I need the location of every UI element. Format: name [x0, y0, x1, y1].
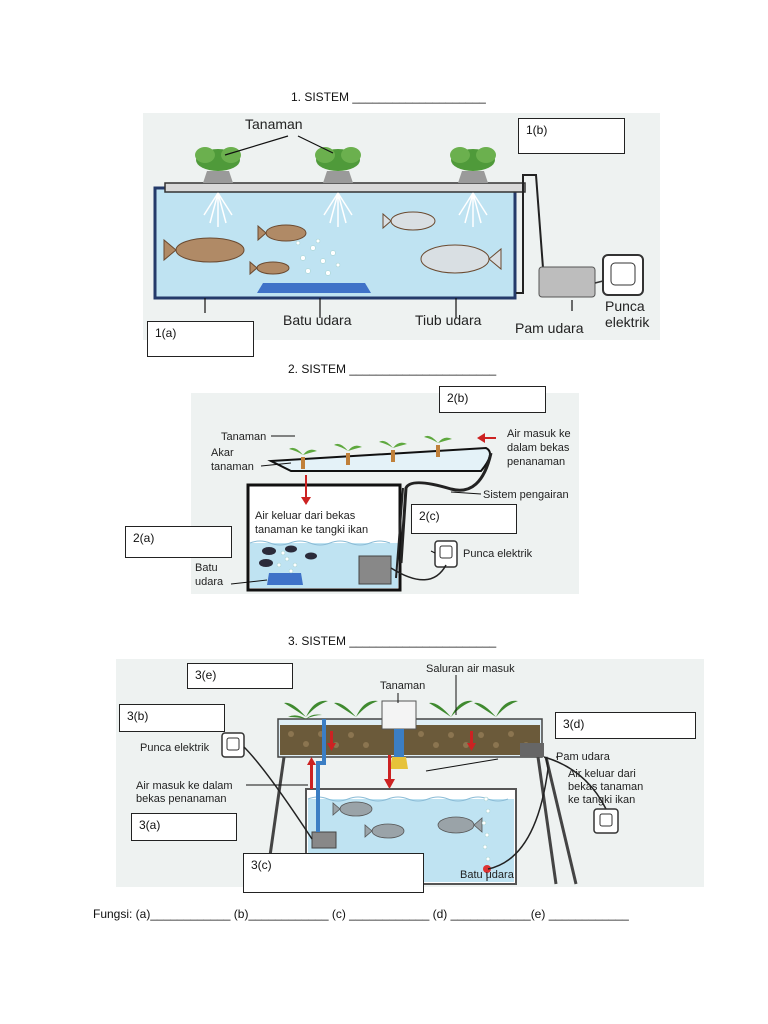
air-tube: [516, 174, 544, 294]
label-air-masuk-2: bekas penanaman: [136, 793, 227, 805]
label-tanaman: Tanaman: [380, 680, 425, 692]
label-pam-udara: Pam udara: [556, 751, 611, 763]
plants: [284, 700, 518, 719]
air-stone: [267, 573, 303, 585]
air-stone: [257, 283, 371, 293]
label-batu-udara: Batu udara: [283, 312, 352, 328]
label-air-keluar-2: bekas tanaman: [568, 781, 643, 793]
aquaponics-diagram-3: Saluran air masuk Tanaman Punca elektrik…: [116, 659, 704, 887]
label-air-masuk-1: Air masuk ke dalam: [136, 780, 233, 792]
label-punca-elektrik: Punca elektrik: [140, 742, 210, 754]
section-3-heading: 3. SISTEM ______________________: [288, 634, 497, 648]
answer-box-2b[interactable]: 2(b): [439, 386, 546, 413]
irrigation-tube: [399, 452, 493, 564]
label-air-keluar-1: Air keluar dari bekas: [255, 510, 356, 522]
seedlings: [289, 435, 452, 455]
air-pump: [520, 743, 544, 757]
section-1-heading: 1. SISTEM ____________________: [291, 90, 486, 104]
water-pump: [358, 555, 392, 585]
label-air-masuk-2: dalam bekas: [507, 442, 570, 454]
fish-group: [163, 211, 502, 276]
plant-3: [450, 147, 496, 227]
function-answer-line[interactable]: Fungsi: (a)____________ (b)____________ …: [93, 907, 629, 921]
power-socket-left: [221, 732, 245, 758]
answer-box-1a[interactable]: 1(a): [147, 321, 254, 357]
power-socket: [434, 540, 458, 568]
label-elektrik: elektrik: [605, 314, 650, 330]
label-air-keluar-3: ke tangki ikan: [568, 794, 635, 806]
water-pump: [311, 831, 337, 849]
answer-box-3e[interactable]: 3(e): [187, 663, 293, 689]
label-air-keluar-1: Air keluar dari: [568, 768, 636, 780]
aquaponics-diagram-2: Tanaman Akar tanaman Air masuk ke dalam …: [191, 393, 579, 594]
label-air-masuk-1: Air masuk ke: [507, 428, 571, 440]
answer-box-2a[interactable]: 2(a): [125, 526, 232, 558]
label-punca-elektrik: Punca elektrik: [463, 548, 533, 560]
label-batu-2: udara: [195, 576, 224, 588]
label-air-masuk-3: penanaman: [507, 456, 565, 468]
label-tanaman: Tanaman: [245, 116, 303, 132]
label-tanaman: Tanaman: [221, 431, 266, 443]
power-socket-right: [593, 808, 619, 834]
plant-tray: [164, 182, 526, 193]
label-tiub-udara: Tiub udara: [415, 312, 482, 328]
answer-box-1b[interactable]: 1(b): [518, 118, 625, 154]
air-stone: [483, 865, 491, 873]
answer-box-3d[interactable]: 3(d): [555, 712, 696, 739]
air-bubbles: [295, 238, 341, 276]
label-batu-udara: Batu udara: [460, 869, 515, 881]
label-pam-udara: Pam udara: [515, 320, 584, 336]
answer-box-3b[interactable]: 3(b): [119, 704, 225, 732]
section-2-heading: 2. SISTEM ______________________: [288, 362, 497, 376]
air-pump: [538, 266, 596, 298]
label-akar-2: tanaman: [211, 461, 254, 473]
answer-box-3c[interactable]: 3(c): [243, 853, 424, 893]
label-punca: Punca: [605, 298, 645, 314]
label-sistem-pengairan: Sistem pengairan: [483, 489, 569, 501]
fish-group: [332, 801, 483, 839]
plant-1: [195, 147, 241, 227]
power-socket: [602, 254, 644, 296]
label-air-keluar-2: tanaman ke tangki ikan: [255, 524, 368, 536]
answer-box-3a[interactable]: 3(a): [131, 813, 237, 841]
label-akar-1: Akar: [211, 447, 234, 459]
answer-box-2c[interactable]: 2(c): [411, 504, 517, 534]
label-saluran: Saluran air masuk: [426, 663, 515, 675]
fish-group: [259, 545, 317, 567]
label-batu-1: Batu: [195, 562, 218, 574]
